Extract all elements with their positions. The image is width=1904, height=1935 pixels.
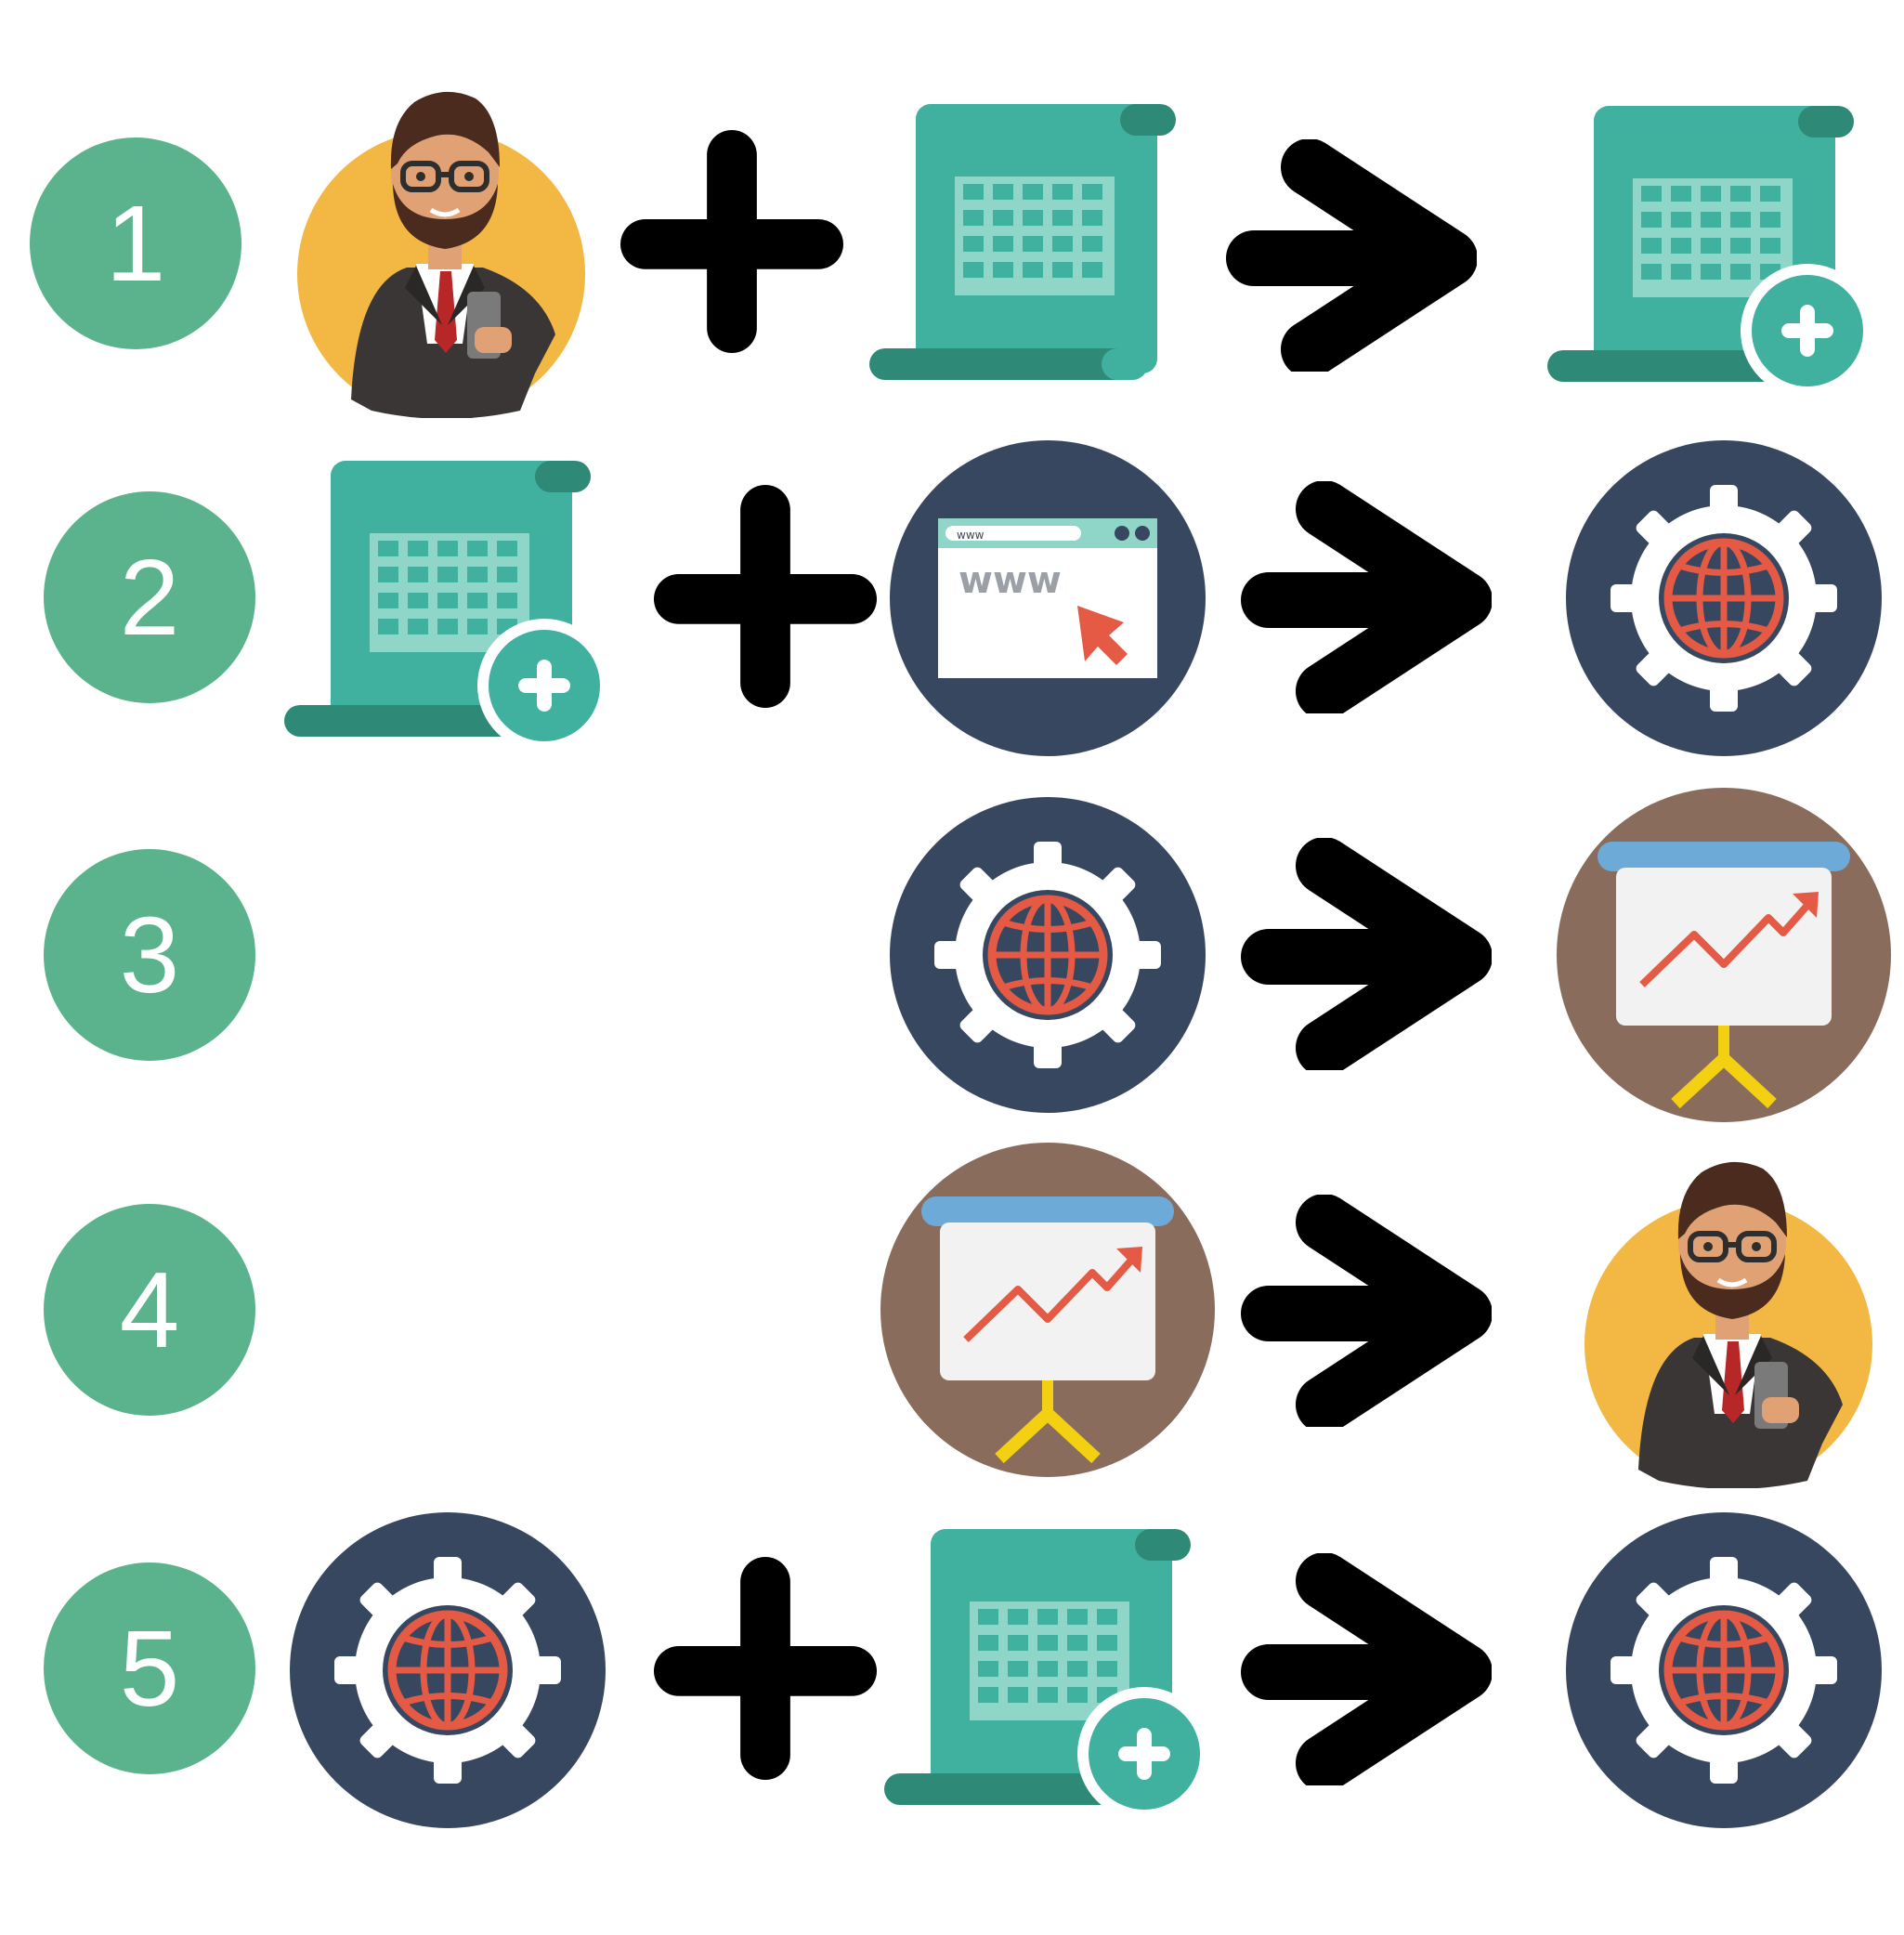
step-number-3: 3 — [44, 849, 255, 1061]
globe-gear-icon — [890, 797, 1206, 1113]
spreadsheet-add-icon — [1547, 106, 1874, 398]
plus-icon — [654, 485, 877, 708]
step-number-1: 1 — [30, 137, 241, 349]
step-number-1-text: 1 — [106, 183, 166, 304]
step-number-3-text: 3 — [120, 895, 180, 1015]
website-icon: www www — [890, 440, 1206, 756]
arrow-right-icon — [1226, 167, 1449, 349]
plus-icon — [620, 130, 843, 353]
step-number-4: 4 — [44, 1204, 255, 1416]
step-number-2: 2 — [44, 491, 255, 703]
globe-gear-icon — [1566, 440, 1882, 756]
step-number-4-text: 4 — [120, 1249, 180, 1370]
businessman-icon — [1584, 1162, 1872, 1489]
spreadsheet-add-icon — [284, 461, 611, 752]
globe-gear-icon — [290, 1512, 606, 1828]
plus-icon — [654, 1557, 877, 1780]
spreadsheet-add-icon — [884, 1529, 1211, 1821]
browser-www-label: www — [959, 559, 1062, 602]
presentation-chart-icon — [1557, 788, 1891, 1122]
arrow-right-icon — [1241, 1222, 1464, 1405]
businessman-icon — [297, 92, 585, 419]
globe-gear-icon — [1566, 1512, 1882, 1828]
arrow-right-icon — [1241, 1581, 1464, 1763]
presentation-chart-icon — [880, 1143, 1215, 1477]
spreadsheet-icon — [869, 104, 1176, 380]
browser-url-text: www — [957, 529, 985, 542]
step-number-5: 5 — [44, 1562, 255, 1774]
step-number-5-text: 5 — [120, 1608, 180, 1729]
arrow-right-icon — [1241, 866, 1464, 1048]
arrow-right-icon — [1241, 509, 1464, 691]
step-number-2-text: 2 — [120, 537, 180, 658]
